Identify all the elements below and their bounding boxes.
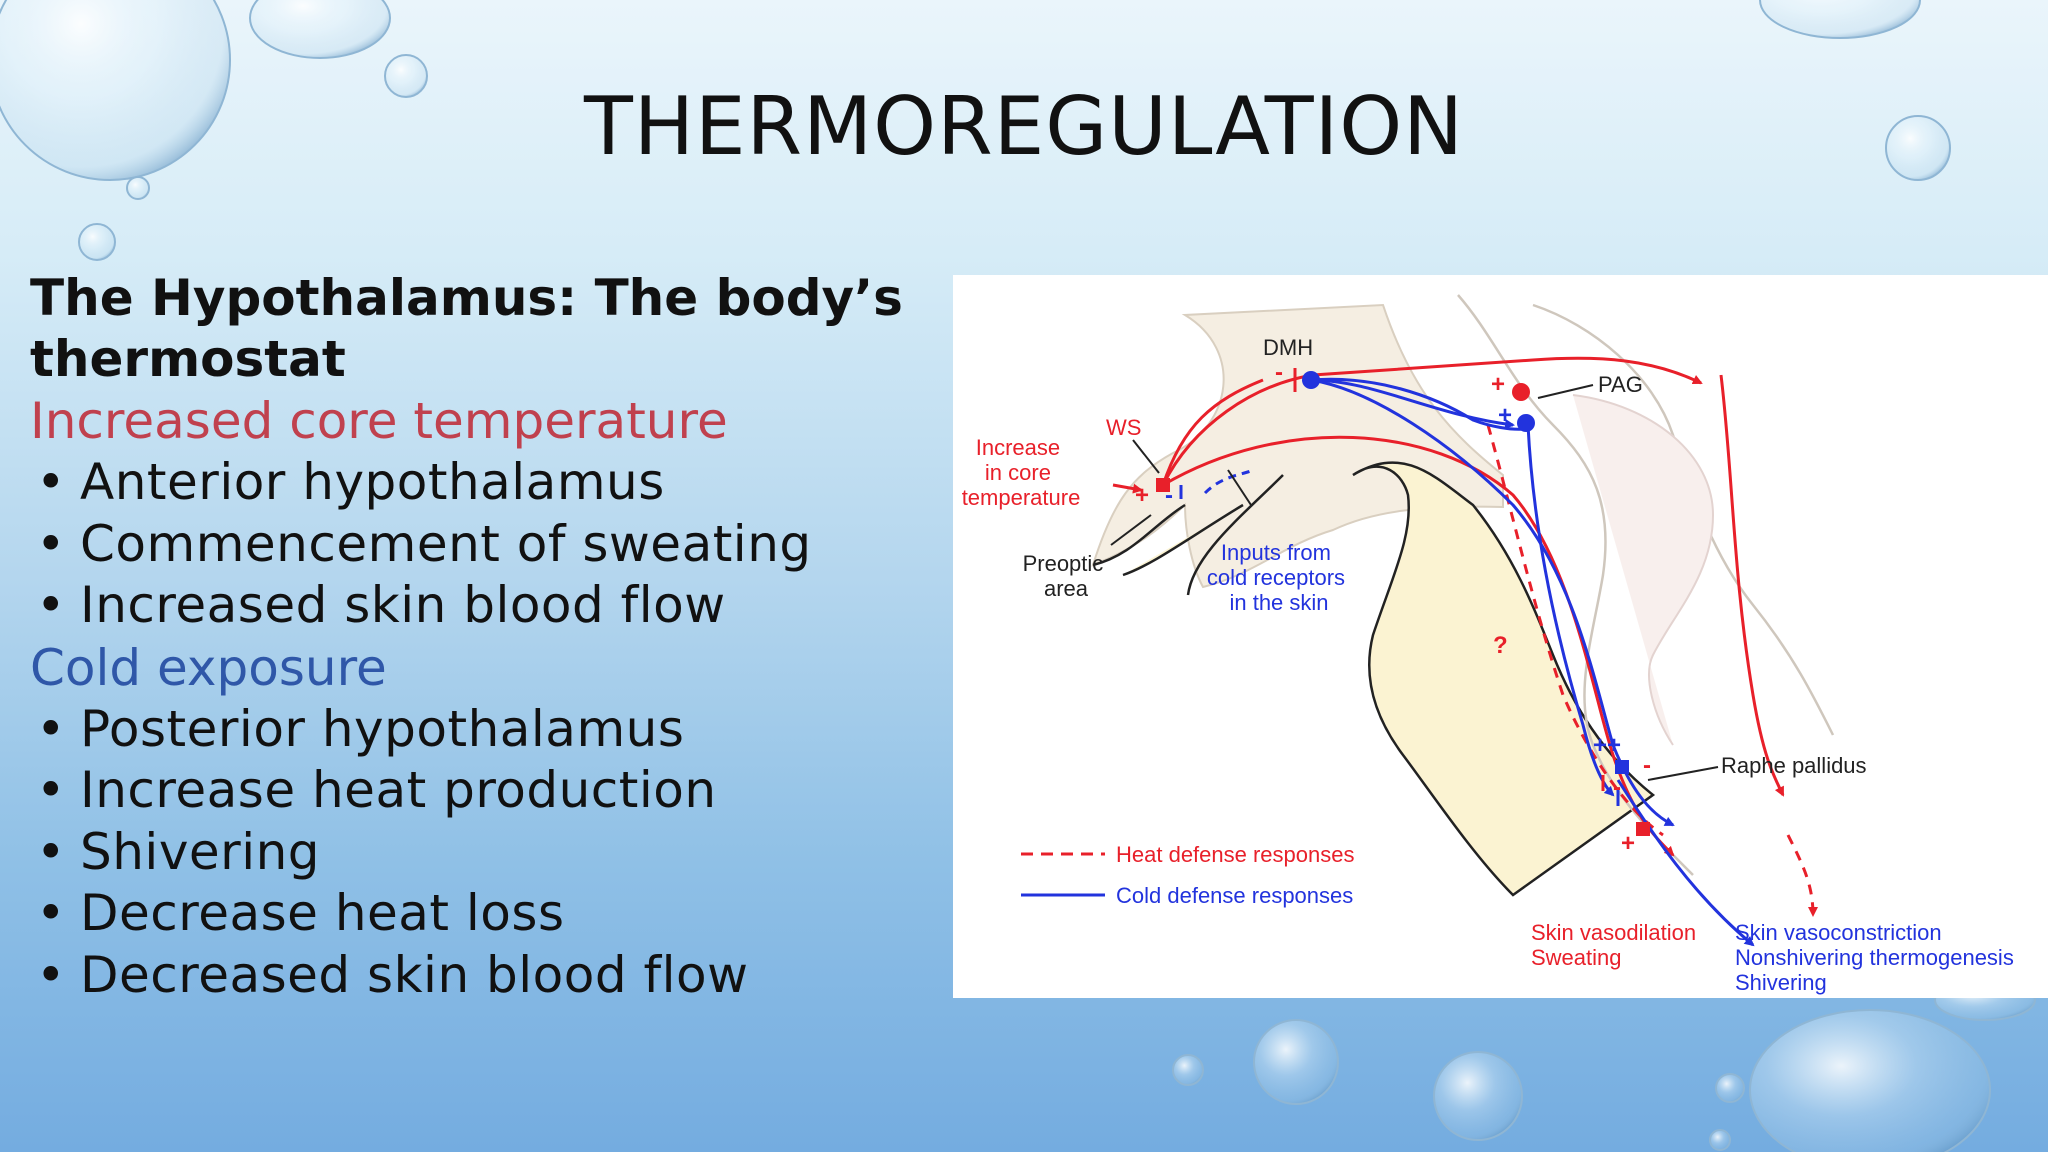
heat-output-label: Skin vasodilation Sweating: [1531, 920, 1702, 970]
list-item: •Increased skin blood flow: [30, 575, 930, 637]
bullet-icon: •: [36, 822, 66, 881]
drop: [1172, 1054, 1204, 1086]
drop: [78, 223, 116, 261]
cold-list: •Posterior hypothalamus •Increase heat p…: [30, 699, 930, 1007]
inhibition-bars: [1179, 368, 1620, 806]
list-item: •Anterior hypothalamus: [30, 452, 930, 514]
drop: [384, 54, 428, 98]
list-item: •Shivering: [30, 822, 930, 884]
list-item-text: Commencement of sweating: [80, 514, 812, 573]
dmh-neuron: [1302, 371, 1320, 389]
thermoregulation-diagram: + - - + + ++ - - + ? DMH PAG WS Increase…: [953, 275, 2048, 998]
bullet-icon: •: [36, 453, 66, 511]
bullet-icon: •: [36, 699, 66, 758]
hypothalamus-shape: [1122, 503, 1244, 577]
pag-label: PAG: [1598, 372, 1643, 397]
text-column: The Hypothalamus: The body’s thermostat …: [30, 268, 930, 1006]
minus-sign: -: [1275, 359, 1283, 386]
raphe-red-neuron: [1636, 822, 1650, 836]
list-item-text: Increase heat production: [80, 761, 717, 819]
cold-subheading: Cold exposure: [30, 638, 387, 697]
brain-outline: [1091, 294, 1835, 897]
drop: [126, 176, 150, 200]
list-item: •Commencement of sweating: [30, 514, 930, 576]
minus-sign: -: [1165, 482, 1173, 509]
cold-output-label: Skin vasoconstriction Nonshivering therm…: [1735, 920, 2020, 995]
raphe-blue-neuron: [1615, 760, 1629, 774]
question-mark: ?: [1493, 632, 1508, 659]
slide-title: THERMOREGULATION: [583, 80, 1465, 173]
dmh-pag-arrow: [1310, 378, 1515, 429]
heat-list: •Anterior hypothalamus •Commencement of …: [30, 452, 930, 637]
drop: [249, 0, 391, 59]
brainstem-shape: [1352, 461, 1656, 897]
list-item-text: Shivering: [80, 822, 321, 881]
core-temp-arrow: [1112, 483, 1143, 494]
list-item: •Decreased skin blood flow: [30, 945, 930, 1007]
drop: [1885, 115, 1951, 181]
minus-sign: -: [1643, 752, 1651, 779]
pag-red-neuron: [1512, 383, 1530, 401]
dmh-to-raphe-blue: [1310, 378, 1675, 827]
drop: [1749, 1009, 1991, 1152]
legend-heat-label: Heat defense responses: [1116, 842, 1355, 867]
preoptic-label: Preoptic area: [1023, 551, 1110, 601]
increase-core-label: Increase in core temperature: [962, 435, 1081, 510]
dmh-label: DMH: [1263, 335, 1313, 360]
pag-to-raphe-red: [1719, 374, 1785, 797]
signs: + - - + + ++ - - + ?: [1135, 359, 1651, 857]
minus-sign: -: [1613, 774, 1621, 801]
plus-sign: +: [1621, 830, 1635, 857]
bullet-icon: •: [36, 576, 66, 634]
drop: [1253, 1019, 1339, 1105]
bullet-icon: •: [36, 514, 66, 573]
double-plus-sign: ++: [1593, 732, 1621, 759]
drop: [0, 0, 231, 181]
list-item-text: Increased skin blood flow: [80, 576, 726, 634]
plus-sign: +: [1135, 482, 1149, 509]
ws-neuron: [1156, 478, 1170, 492]
hypothalamus-heading: The Hypothalamus: The body’s thermostat: [30, 269, 903, 388]
list-item: •Increase heat production: [30, 760, 930, 822]
pag-blue-neuron: [1517, 414, 1535, 432]
pag-to-raphe-blue: [1526, 424, 1615, 797]
raphe-label: Raphe pallidus: [1721, 753, 1867, 778]
heat-path-to-dmh: [1161, 378, 1264, 486]
list-item-text: Posterior hypothalamus: [80, 699, 685, 758]
nodes: [1156, 371, 1650, 836]
list-item-text: Decrease heat loss: [80, 884, 565, 942]
forebrain-shape: [1091, 303, 1504, 589]
list-item: •Decrease heat loss: [30, 883, 930, 945]
heat-subheading: Increased core temperature: [30, 392, 728, 450]
list-item: •Posterior hypothalamus: [30, 699, 930, 761]
ws-label: WS: [1106, 415, 1141, 440]
list-item-text: Anterior hypothalamus: [80, 453, 665, 511]
heat-output-arrow: [1786, 834, 1818, 917]
legend: Heat defense responses Cold defense resp…: [1021, 842, 1355, 908]
labels: DMH PAG WS Increase in core temperature …: [962, 335, 2020, 995]
drop: [1759, 0, 1921, 39]
drop: [1709, 1129, 1731, 1151]
drop: [1433, 1051, 1523, 1141]
inputs-cold-label: Inputs from cold receptors in the skin: [1207, 540, 1351, 615]
drop: [1715, 1073, 1745, 1103]
plus-sign: +: [1491, 371, 1505, 398]
bullet-icon: •: [36, 884, 66, 942]
cold-output-arrow: [1616, 779, 1755, 947]
plus-sign: +: [1498, 402, 1512, 429]
legend-cold-label: Cold defense responses: [1116, 883, 1353, 908]
label-connectors: [1110, 384, 1719, 781]
bullet-icon: •: [36, 945, 66, 1004]
list-item-text: Decreased skin blood flow: [80, 945, 749, 1004]
bullet-icon: •: [36, 761, 66, 819]
